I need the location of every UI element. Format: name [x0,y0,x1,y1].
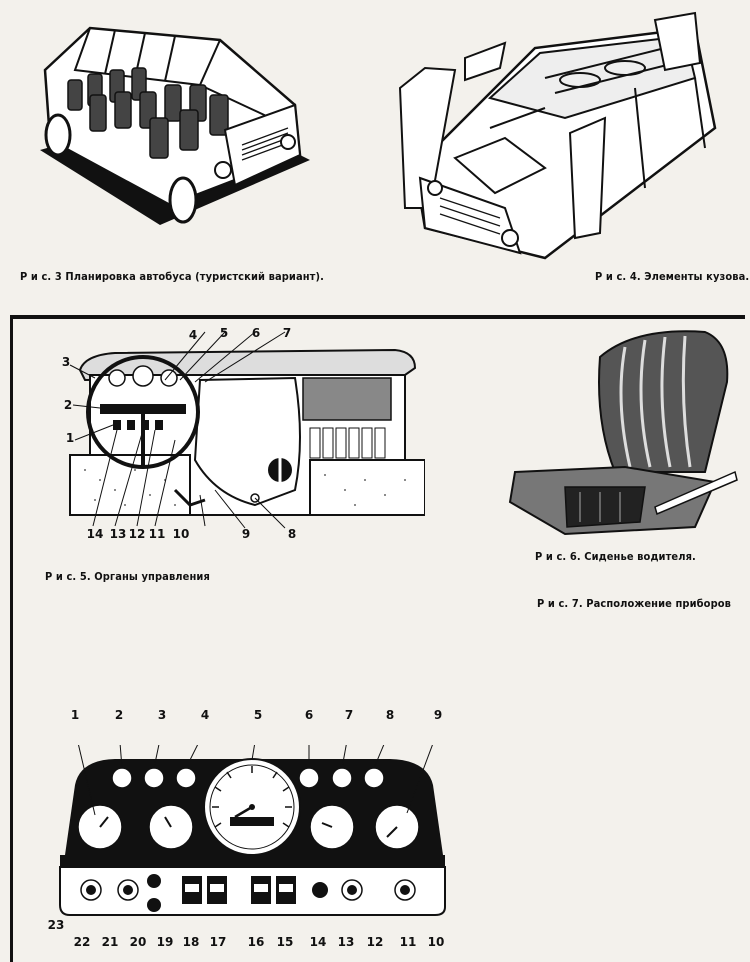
figure-4-body-elements [395,8,740,263]
figure-7-instrument-cluster [55,745,450,935]
fig7-label-3: 3 [157,708,167,722]
fig5-label-7: 7 [282,326,292,340]
fig7-label-12: 12 [366,935,384,949]
caption-fig6: Р и с. 6. Сиденье водителя. [535,550,696,563]
fig5-label-13: 13 [109,527,127,541]
fig5-label-4: 4 [188,328,198,342]
fig7-label-1: 1 [70,708,80,722]
instrument-cluster-illustration [59,745,446,916]
caption-fig5: Р и с. 5. Органы управления [45,570,210,583]
fig5-label-2: 2 [63,398,73,412]
fig5-label-14: 14 [86,527,104,541]
fig7-label-15: 15 [276,935,294,949]
fig7-label-11: 11 [399,935,417,949]
figure-3-bus-layout [20,10,320,235]
fig7-label-10: 10 [427,935,445,949]
controls-illustration [69,331,425,529]
fig5-label-3: 3 [61,355,71,369]
fig7-label-17: 17 [209,935,227,949]
fig7-label-7: 7 [344,708,354,722]
fig5-label-6: 6 [251,326,261,340]
driver-seat-illustration [508,330,738,536]
bus-layout-illustration [40,26,310,225]
fig7-label-13: 13 [337,935,355,949]
fig5-label-12: 12 [128,527,146,541]
fig7-label-14: 14 [309,935,327,949]
caption-fig4: Р и с. 4. Элементы кузова. [595,270,750,283]
fig7-label-8: 8 [385,708,395,722]
fig7-label-6: 6 [304,708,314,722]
caption-fig3: Р и с. 3 Планировка автобуса (туристский… [20,270,324,283]
figure-6-driver-seat [505,322,740,537]
section-divider-left [10,315,13,962]
fig7-label-4: 4 [200,708,210,722]
fig7-label-2: 2 [114,708,124,722]
fig5-label-1: 1 [65,431,75,445]
fig7-label-23: 23 [47,918,65,932]
fig5-label-10: 10 [172,527,190,541]
fig7-label-19: 19 [156,935,174,949]
fig7-label-20: 20 [129,935,147,949]
fig7-label-22: 22 [73,935,91,949]
fig5-label-11: 11 [148,527,166,541]
section-divider-top [10,315,745,319]
fig5-label-9: 9 [241,527,251,541]
fig7-label-5: 5 [253,708,263,722]
fig7-label-21: 21 [101,935,119,949]
figure-5-controls [55,320,425,550]
fig7-label-9: 9 [433,708,443,722]
fig5-label-5: 5 [219,326,229,340]
fig7-label-18: 18 [182,935,200,949]
fig7-label-16: 16 [247,935,265,949]
body-elements-illustration [398,11,717,260]
caption-fig7: Р и с. 7. Расположение приборов [537,597,732,610]
fig5-label-8: 8 [287,527,297,541]
